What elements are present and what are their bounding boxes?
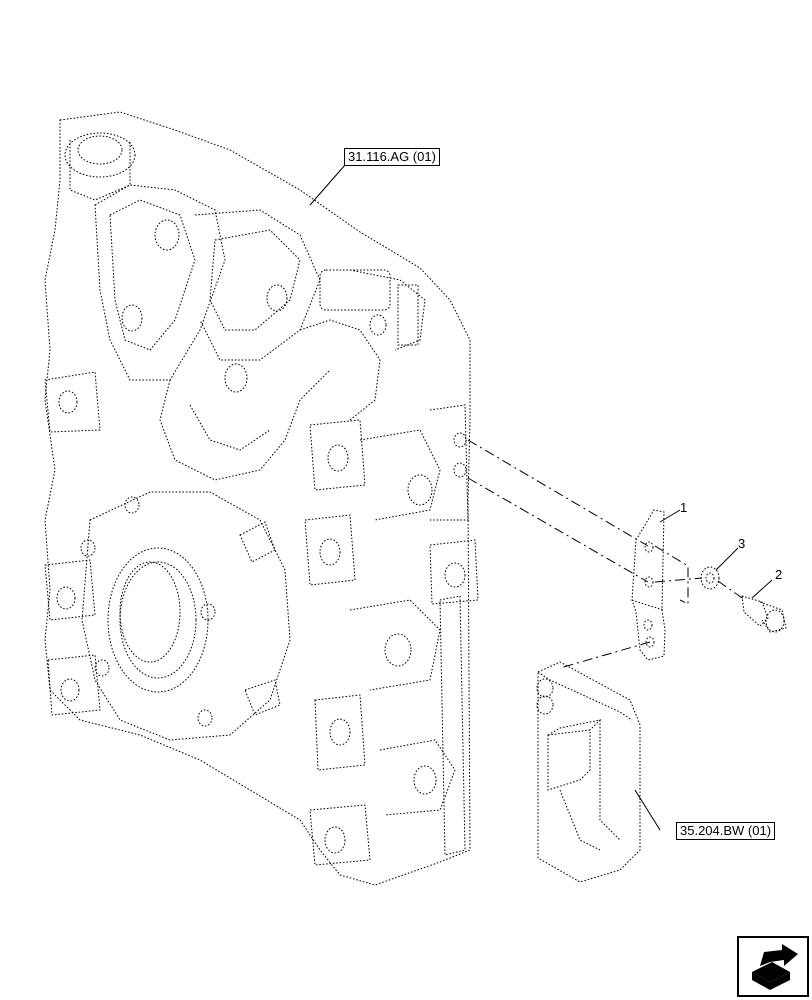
lower-cover [536, 661, 641, 883]
bracket-part-1 [631, 509, 666, 661]
reference-box-front-cover[interactable]: 31.116.AG (01) [344, 148, 440, 166]
assembly-lines [467, 439, 746, 669]
next-page-arrow-icon[interactable] [737, 936, 809, 997]
front-cover-housing [44, 111, 479, 886]
callout-bracket: 1 [680, 500, 688, 515]
callout-washer: 3 [738, 536, 746, 551]
bolt-part-2 [741, 595, 787, 633]
leader-lines [309, 164, 773, 831]
callout-bolt: 2 [775, 567, 783, 582]
reference-box-lower-cover[interactable]: 35.204.BW (01) [676, 822, 776, 840]
